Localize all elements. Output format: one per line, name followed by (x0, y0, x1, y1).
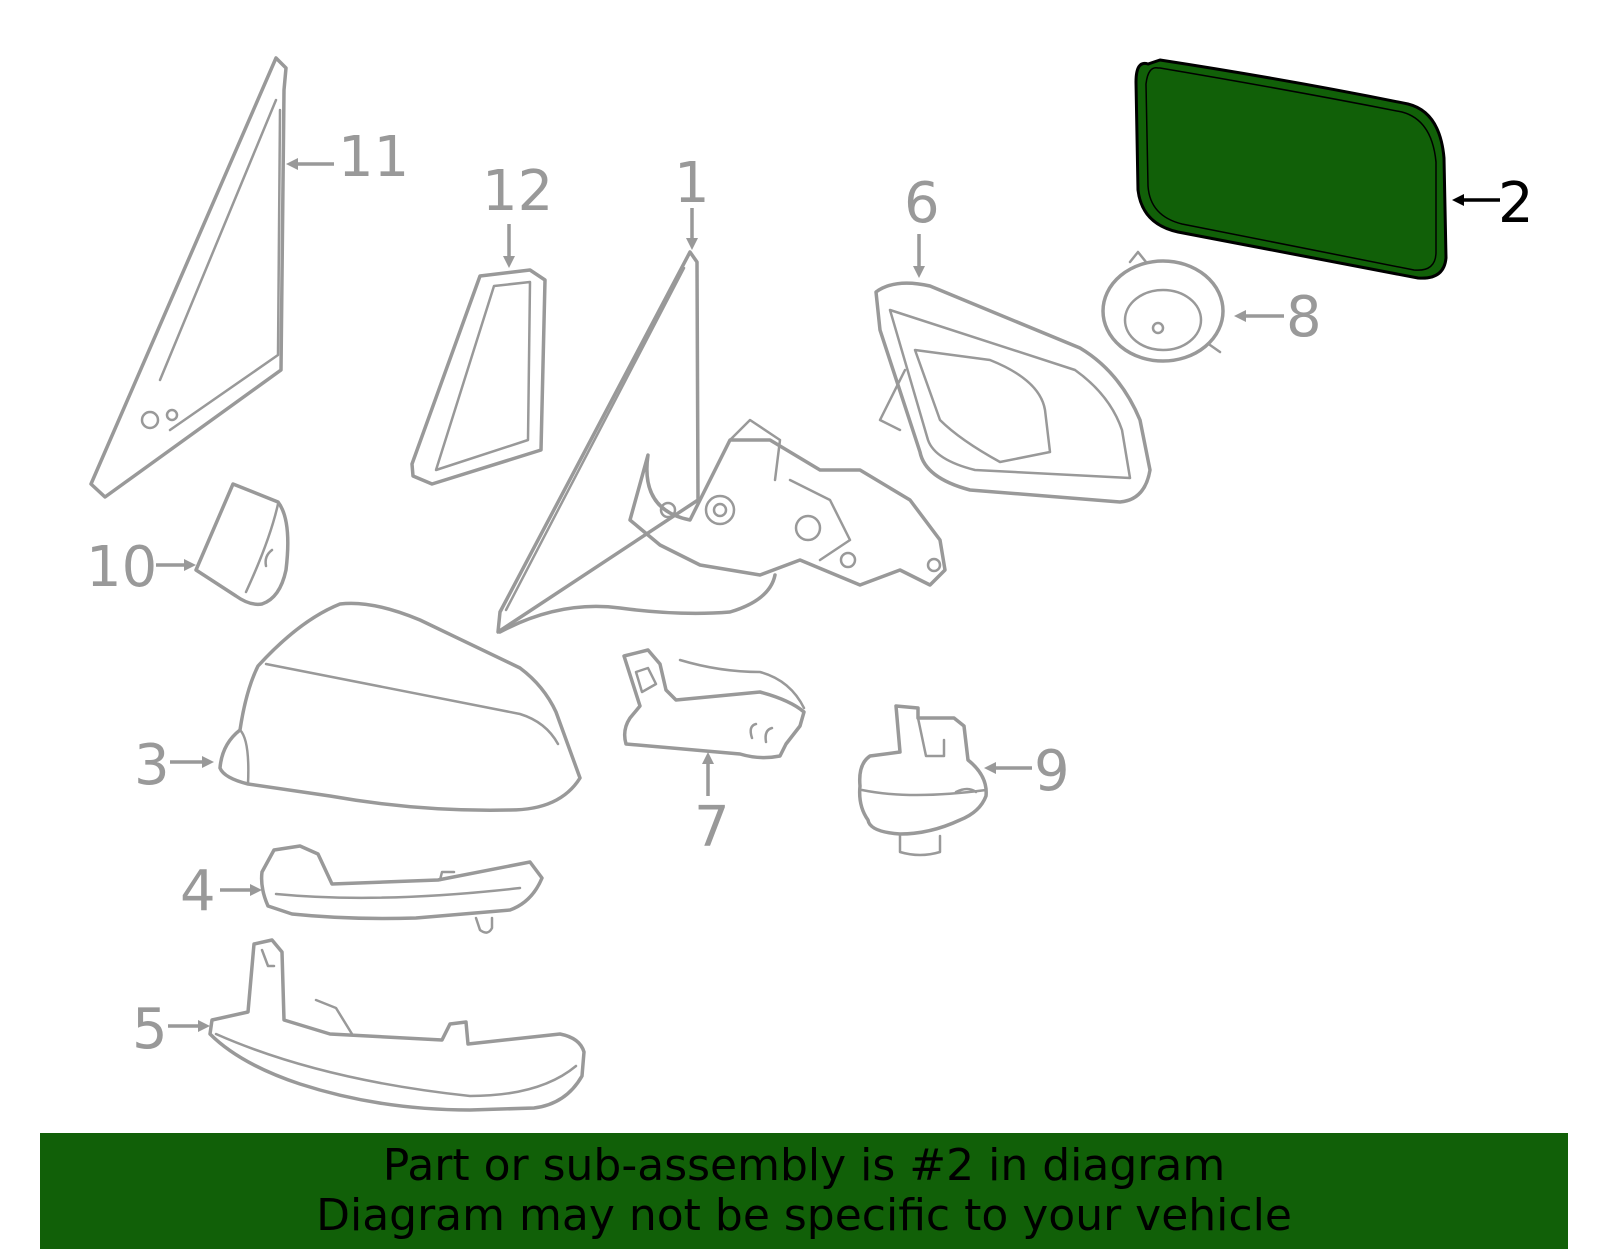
callout-4: 4 (180, 859, 216, 924)
callout-12: 12 (482, 159, 553, 224)
part-8-mirror-motor[interactable] (1101, 250, 1225, 363)
callout-arrows (156, 158, 1500, 1032)
part-10-cap[interactable] (194, 482, 290, 607)
part-1-mirror-assembly[interactable] (496, 250, 947, 634)
part-9-connector[interactable] (857, 704, 988, 857)
callout-2: 2 (1498, 171, 1534, 236)
callout-8: 8 (1286, 285, 1322, 350)
part-5-lower-cover[interactable] (208, 938, 586, 1112)
part-3-mirror-cover[interactable] (218, 601, 582, 812)
part-12-inner-trim[interactable] (410, 268, 547, 486)
part-11-triangle-trim[interactable] (89, 56, 288, 499)
callout-7: 7 (694, 795, 730, 860)
part-2-mirror-glass[interactable] (1134, 58, 1448, 280)
callout-labels: 11 12 1 6 2 8 10 3 7 9 4 5 (86, 125, 1534, 1062)
banner-line-1: Part or sub-assembly is #2 in diagram (382, 1140, 1226, 1191)
info-banner: Part or sub-assembly is #2 in diagram Di… (40, 1133, 1568, 1249)
part-7-bracket[interactable] (622, 648, 806, 760)
part-4-turn-signal[interactable] (259, 844, 544, 934)
callout-10: 10 (86, 535, 157, 600)
part-6-mirror-backing[interactable] (874, 281, 1152, 504)
callout-11: 11 (338, 125, 409, 190)
callout-5: 5 (132, 997, 168, 1062)
banner-line-2: Diagram may not be specific to your vehi… (316, 1190, 1292, 1241)
callout-6: 6 (904, 171, 940, 236)
callout-3: 3 (134, 733, 170, 798)
callout-1: 1 (674, 151, 710, 216)
callout-9: 9 (1034, 739, 1070, 804)
